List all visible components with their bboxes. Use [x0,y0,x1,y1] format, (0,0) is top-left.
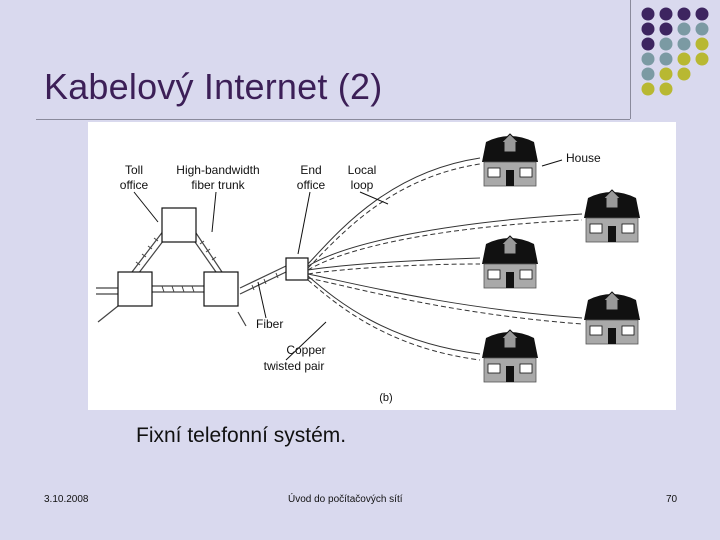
decorative-dot-grid [641,7,709,96]
house-3 [481,235,539,289]
toll-office-label-line1: Toll [125,163,143,177]
local-loop-twisted-pairs [307,157,583,361]
house-2 [583,189,641,243]
decorative-dot [641,37,655,51]
end-office-label-line1: End [300,163,321,177]
trunk-label-line1: High-bandwidth [176,163,259,177]
title-divider [36,119,630,120]
telephone-system-diagram: Toll office High-bandwidth fiber trunk E… [96,133,641,404]
end-office-label-line2: office [297,178,326,192]
decorative-dot [659,67,673,81]
callout-lines [133,159,563,361]
toll-office-right [203,271,239,307]
toll-office-label-line2: office [120,178,149,192]
local-loop-label-line2: loop [351,178,374,192]
house-label: House [566,151,601,165]
house-5 [481,329,539,383]
telephone-system-figure: Toll office High-bandwidth fiber trunk E… [88,122,676,410]
trunk-hatching [135,237,279,293]
corner-divider [630,0,631,119]
decorative-dot [641,7,655,21]
end-office [285,257,309,281]
decorative-dot [695,52,709,66]
decorative-dot [659,7,673,21]
decorative-dot [695,7,709,21]
footer-page-number: 70 [666,494,678,505]
house-1 [481,133,539,187]
decorative-dot [695,22,709,36]
copper-label-line1: Copper [286,343,325,357]
slide-title: Kabelový Internet (2) [44,66,383,107]
figure-caption: Fixní telefonní systém. [136,424,347,447]
house-4 [583,291,641,345]
toll-office-top [161,207,197,243]
decorative-dot [659,82,673,96]
local-loop-label-line1: Local [348,163,377,177]
decorative-dot [677,37,691,51]
decorative-dot [677,67,691,81]
decorative-dot [641,82,655,96]
decorative-dot [677,52,691,66]
trunk-label-line2: fiber trunk [191,178,245,192]
decorative-dot [641,22,655,36]
decorative-dot [677,22,691,36]
decorative-dot [659,37,673,51]
footer-date: 3.10.2008 [44,494,89,505]
copper-label-line2: twisted pair [264,359,325,373]
decorative-dot [695,37,709,51]
figure-sublabel: (b) [379,392,392,404]
footer-course-title: Úvod do počítačových sítí [288,494,403,505]
decorative-dot [641,67,655,81]
decorative-dot [677,7,691,21]
decorative-dot [641,52,655,66]
toll-office-left [117,271,153,307]
decorative-dot [659,52,673,66]
fiber-label: Fiber [256,317,283,331]
decorative-dot [659,22,673,36]
